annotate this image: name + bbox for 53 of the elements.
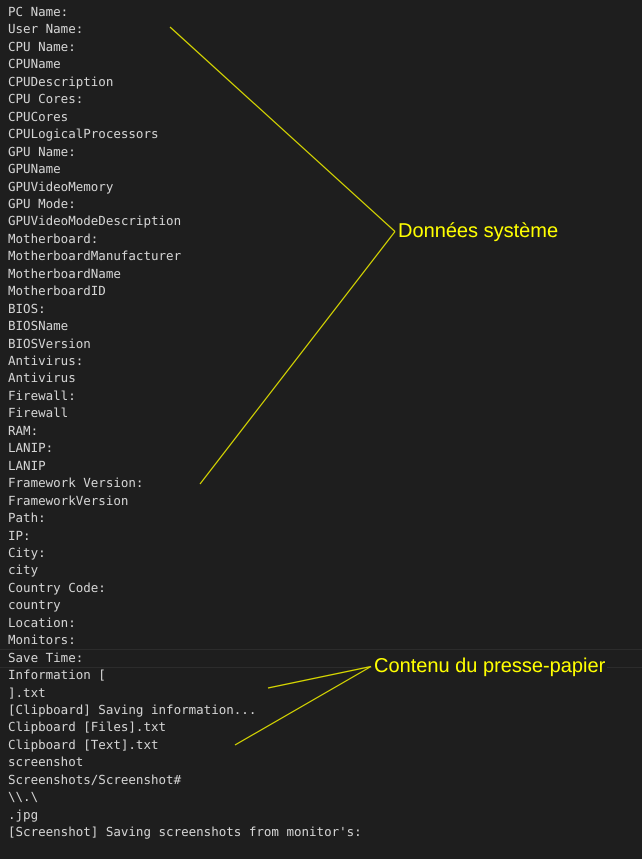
code-line: Screenshots/Screenshot#	[8, 772, 182, 788]
code-line: Location:	[8, 614, 76, 631]
leader-line	[268, 666, 372, 689]
code-line: CPUName	[8, 56, 61, 72]
code-line: Antivirus	[8, 370, 76, 386]
leader-line	[170, 26, 396, 232]
code-line: screenshot	[8, 754, 84, 770]
code-line: Firewall:	[8, 388, 76, 404]
code-line: Framework Version:	[8, 475, 144, 492]
leader-line	[234, 666, 372, 746]
code-line: LANIP	[8, 458, 46, 474]
code-line: RAM:	[8, 422, 38, 439]
code-line: City:	[8, 544, 46, 561]
code-line: BIOS:	[8, 300, 46, 317]
code-line: LANIP:	[8, 440, 54, 456]
code-line: BIOSName	[8, 318, 68, 334]
code-line: Antivirus:	[8, 353, 84, 369]
code-line: CPUCores	[8, 108, 68, 125]
code-line: GPUName	[8, 161, 61, 178]
code-line: Save Time:	[8, 650, 84, 666]
code-line: Clipboard [Files].txt	[8, 719, 166, 736]
code-line: Information [	[8, 667, 106, 684]
code-line: PC Name:	[8, 4, 68, 20]
code-line: GPU Mode:	[8, 196, 76, 212]
code-line: Monitors:	[8, 632, 76, 648]
annotation-label: Contenu du presse-papier	[372, 655, 608, 678]
leader-line	[200, 231, 396, 484]
code-line: MotherboardManufacturer	[8, 248, 182, 264]
code-line: CPU Name:	[8, 38, 76, 55]
code-line: ].txt	[8, 684, 46, 701]
code-line: GPU Name:	[8, 144, 76, 160]
code-line: CPUDescription	[8, 74, 114, 90]
code-line: Firewall	[8, 405, 68, 422]
code-line: .jpg	[8, 806, 38, 823]
code-line: MotherboardName	[8, 266, 121, 282]
code-line: [Clipboard] Saving information...	[8, 702, 256, 718]
code-line: IP:	[8, 528, 31, 544]
code-line: BIOSVersion	[8, 336, 91, 352]
code-line: GPUVideoModeDescription	[8, 213, 182, 230]
code-line: GPUVideoMemory	[8, 178, 114, 194]
code-line: MotherboardID	[8, 283, 106, 300]
code-line: \\.\	[8, 789, 38, 806]
code-line: CPU Cores:	[8, 91, 84, 108]
code-line: Motherboard:	[8, 230, 98, 247]
code-line: Path:	[8, 510, 46, 526]
code-line: [Screenshot] Saving screenshots from monitor's:	[8, 824, 362, 840]
code-line: city	[8, 562, 38, 578]
code-line: CPULogicalProcessors	[8, 126, 159, 142]
code-line: FrameworkVersion	[8, 492, 128, 509]
code-line: Clipboard [Text].txt	[8, 736, 159, 753]
code-line: User Name:	[8, 21, 84, 38]
code-line: country	[8, 597, 61, 614]
code-line: Country Code:	[8, 580, 106, 596]
